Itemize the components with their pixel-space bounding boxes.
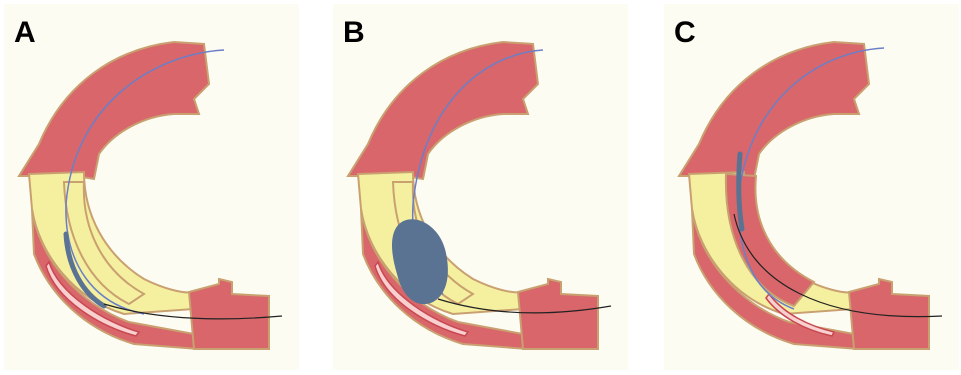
diagram-c: [664, 4, 959, 370]
diagram-b: [333, 4, 628, 370]
wall-upper: [679, 42, 869, 179]
wall-right: [189, 279, 269, 349]
panel-a: A: [4, 4, 299, 370]
wall-right: [849, 279, 929, 349]
panel-b: B: [333, 4, 628, 370]
panel-c: C: [664, 4, 959, 370]
wall-upper: [19, 42, 209, 179]
wall-right: [518, 279, 598, 349]
diagram-a: [4, 4, 299, 370]
